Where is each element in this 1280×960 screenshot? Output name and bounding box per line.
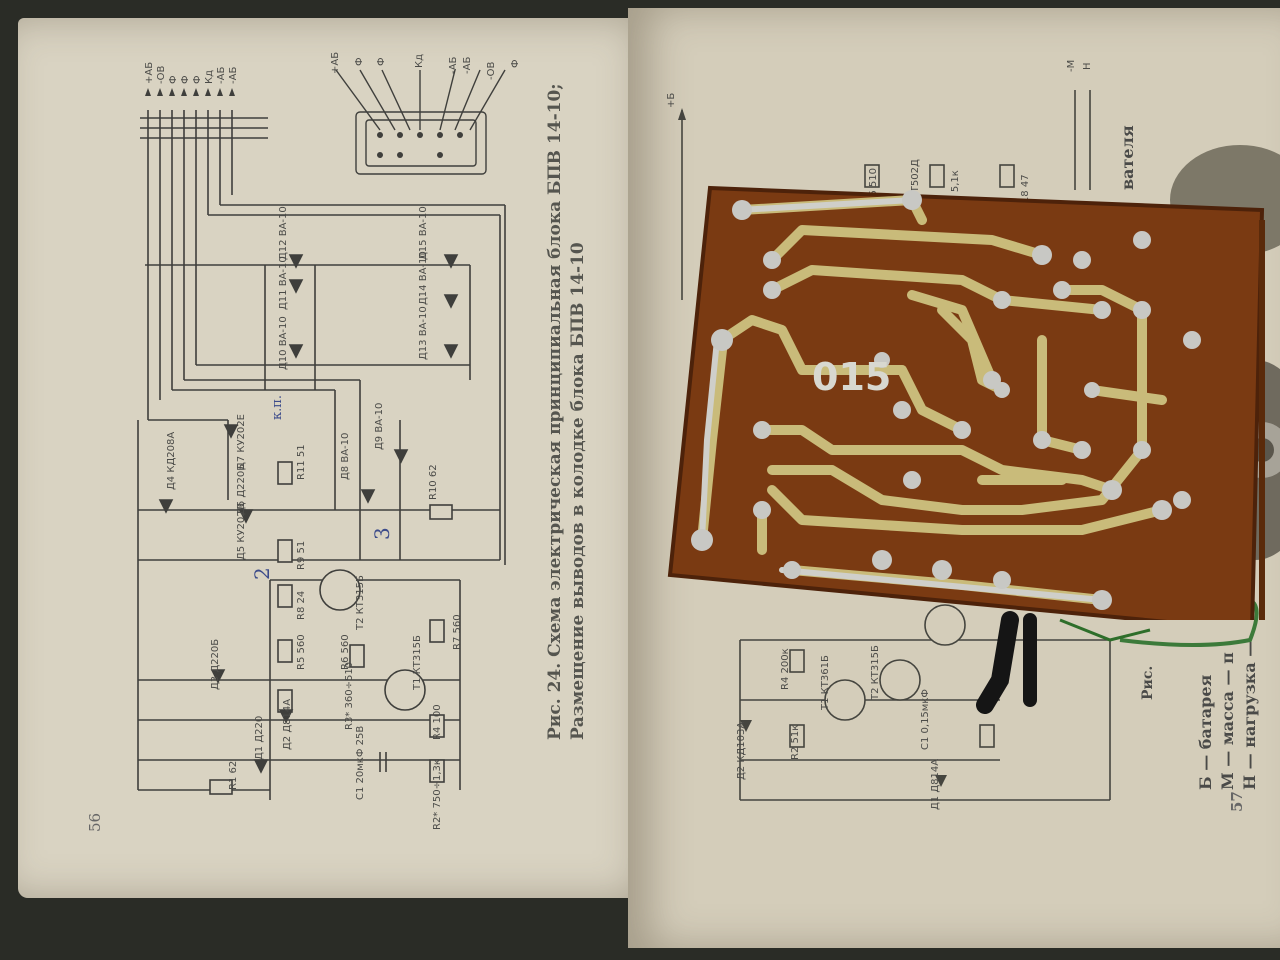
printed-circuit-board: 015: [667, 185, 1265, 620]
pcb-board-number: 015: [812, 355, 891, 399]
left-book-page: [18, 18, 658, 898]
